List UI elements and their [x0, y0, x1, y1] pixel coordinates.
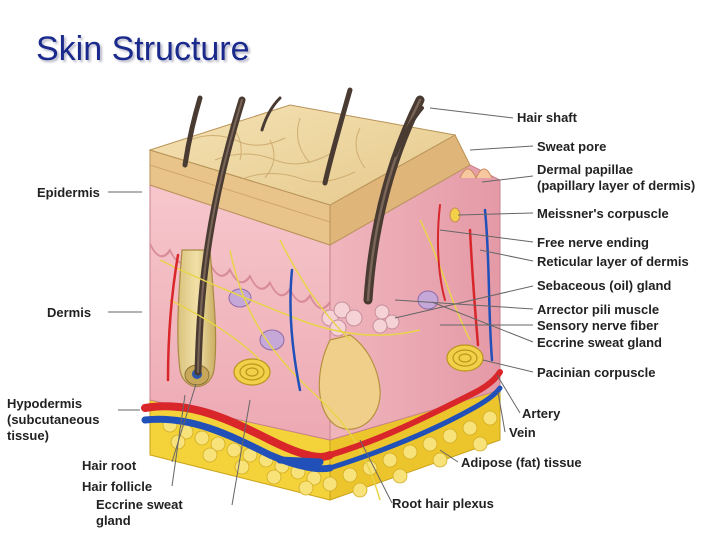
- label-sebaceous-gland: Sebaceous (oil) gland: [537, 278, 672, 293]
- label-dermal-papillae-line1: Dermal papillae: [537, 162, 634, 177]
- label-adipose: Adipose (fat) tissue: [461, 455, 582, 470]
- epidermis-front: [149, 134, 471, 246]
- pacinian-corpuscles: [233, 344, 484, 386]
- label-dermal-papillae-line2: (papillary layer of dermis): [537, 178, 696, 193]
- sebaceous-gland: [321, 301, 400, 337]
- blood-vessels: [141, 204, 503, 473]
- label-hair-root: Hair root: [82, 458, 137, 473]
- label-meissners-corpuscle: Meissner's corpuscle: [537, 206, 669, 221]
- label-dermal-papillae: Dermal papillae (papillary layer of derm…: [537, 162, 695, 194]
- hair-follicle-2: [318, 334, 381, 430]
- label-reticular-layer: Reticular layer of dermis: [537, 254, 689, 269]
- nerve-fibers: [159, 219, 471, 501]
- label-free-nerve-ending: Free nerve ending: [537, 235, 649, 250]
- label-arrector-pili: Arrector pili muscle: [537, 302, 660, 317]
- label-eccrine-line2: gland: [96, 513, 131, 528]
- label-hypodermis-line2: (subcutaneous: [7, 412, 100, 427]
- label-hypodermis-line1: Hypodermis: [7, 396, 83, 411]
- label-hair-follicle: Hair follicle: [82, 479, 153, 494]
- label-hypodermis-line3: tissue): [7, 428, 49, 443]
- label-pacinian-corpuscle: Pacinian corpuscle: [537, 365, 656, 380]
- hair-shafts: [182, 87, 425, 376]
- label-eccrine-sweat-gland-right: Eccrine sweat gland: [537, 335, 662, 350]
- label-eccrine-sweat-gland-left: Eccrine sweat gland: [96, 497, 183, 529]
- label-epidermis: Epidermis: [37, 185, 100, 200]
- label-artery: Artery: [522, 406, 561, 421]
- label-vein: Vein: [509, 425, 536, 440]
- label-sweat-pore: Sweat pore: [537, 139, 607, 154]
- label-dermis: Dermis: [47, 305, 92, 320]
- label-root-hair-plexus: Root hair plexus: [392, 496, 494, 511]
- leader-lines: [108, 107, 534, 506]
- label-eccrine-line1: Eccrine sweat: [96, 497, 183, 512]
- page-title: Skin Structure: [36, 30, 250, 68]
- label-hair-shaft: Hair shaft: [517, 110, 577, 125]
- skin-surface: [148, 104, 457, 206]
- label-hypodermis: Hypodermis (subcutaneous tissue): [7, 396, 99, 444]
- label-sensory-nerve-fiber: Sensory nerve fiber: [537, 318, 659, 333]
